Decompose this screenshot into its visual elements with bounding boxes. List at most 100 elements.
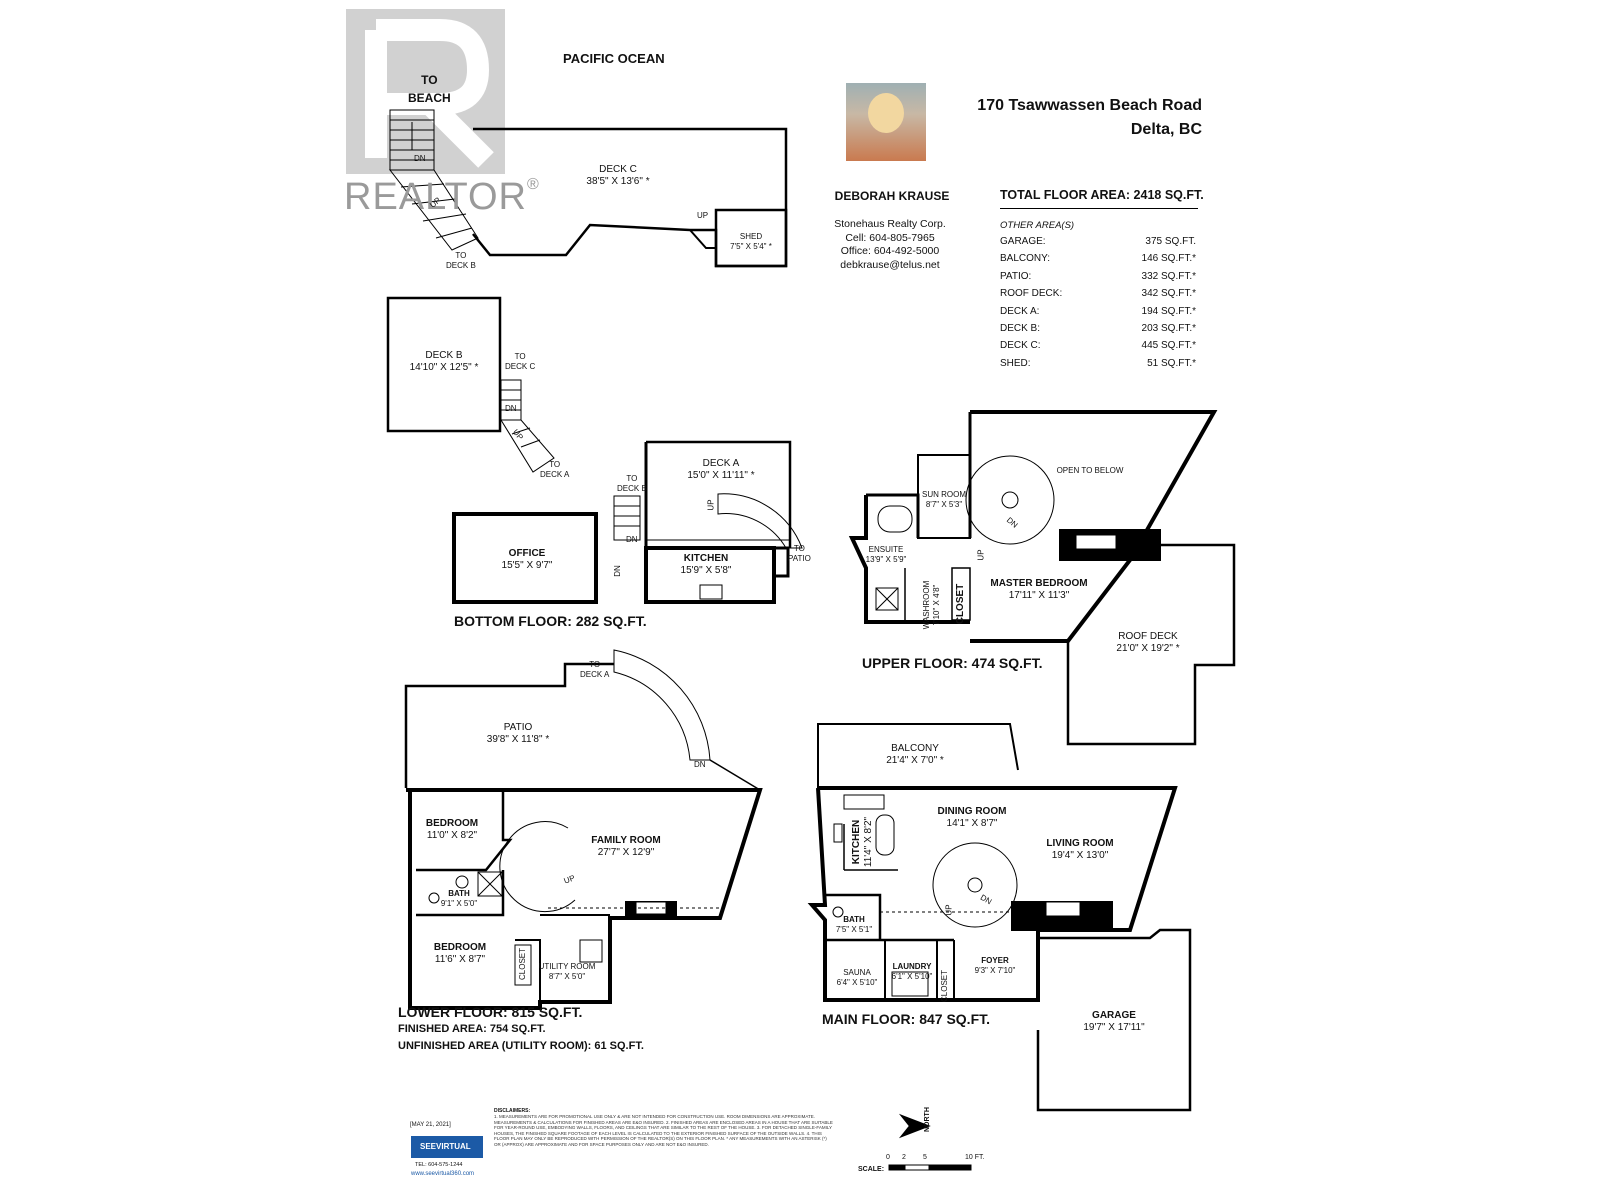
other-areas-list: GARAGE: 375 SQ.FT. BALCONY: 146 SQ.FT.* PATI…: [1000, 236, 1196, 375]
address-line2: Delta, BC: [1130, 121, 1202, 138]
room-closet-main: CLOSET: [940, 969, 949, 1003]
area-row-value: 51 SQ.FT.*: [1147, 357, 1196, 369]
area-row: GARAGE: 375 SQ.FT.: [1000, 236, 1196, 253]
room-open-to-below: OPEN TO BELOW: [1056, 466, 1124, 475]
lower-finished-area: FINISHED AREA: 754 SQ.FT.: [398, 1023, 546, 1035]
agent-contact: Stonehaus Realty Corp. Cell: 604-805-796…: [826, 218, 954, 272]
area-row: ROOF DECK:342 SQ.FT.*: [1000, 288, 1196, 305]
north-arrow: [898, 1113, 931, 1139]
dn-label-deck-b: DN: [505, 404, 517, 413]
total-floor-area: TOTAL FLOOR AREA: 2418 SQ.FT.: [1000, 188, 1204, 202]
up-label-deck-a: UP: [706, 499, 716, 511]
deck-b-outline: [386, 296, 555, 473]
area-row-label: DECK A:: [1000, 305, 1040, 317]
bottom-floor-outline: [452, 440, 803, 604]
area-row-label: BALCONY:: [1000, 253, 1051, 265]
dn-label-patio: DN: [694, 760, 706, 769]
area-row: DECK A:194 SQ.FT.*: [1000, 306, 1196, 323]
to-deck-a-label-b: TO DECK A: [540, 460, 570, 479]
scale-ticks: 0 2 5 10 FT.: [886, 1154, 986, 1164]
area-row: DECK B:203 SQ.FT.*: [1000, 323, 1196, 340]
main-floor-label: MAIN FLOOR: 847 SQ.FT.: [822, 1011, 991, 1027]
agent-email[interactable]: debkrause@telus.net: [840, 258, 940, 271]
dn-label-office: DN: [612, 565, 622, 577]
area-row-label: ROOF DECK:: [1000, 288, 1063, 300]
to-beach-label: TO BEACH: [408, 73, 451, 105]
room-closet-lower: CLOSET: [518, 947, 527, 981]
north-label: NORTH: [924, 1107, 931, 1132]
area-divider: [1000, 208, 1198, 209]
realtor-logo-watermark: [346, 9, 505, 174]
area-row: PATIO:332 SQ.FT.*: [1000, 271, 1196, 288]
address-line1: 170 Tsawwassen Beach Road: [977, 97, 1202, 114]
area-row: BALCONY: 146 SQ.FT.*: [1000, 253, 1196, 270]
scale-tick-5: 5: [923, 1154, 927, 1161]
agent-cell: Cell: 604-805-7965: [845, 231, 935, 244]
to-patio-label: TO PATIO: [788, 544, 811, 563]
agent-office: Office: 604-492-5000: [840, 245, 940, 257]
upper-floor-label: UPPER FLOOR: 474 SQ.FT.: [862, 655, 1043, 671]
area-row-label: DECK C:: [1000, 340, 1041, 352]
seevirtual-logo-mark: [411, 1136, 483, 1158]
area-row-value: 332 SQ.FT.*: [1141, 270, 1196, 282]
area-row: DECK C: 445 SQ.FT.*: [1000, 340, 1196, 357]
scale-bar: [888, 1164, 972, 1171]
area-row-value: 146 SQ.FT.*: [1141, 253, 1196, 265]
to-deck-b-label-bottom: TO DECK B: [617, 474, 647, 493]
other-areas-title: OTHER AREA(S): [1000, 220, 1075, 231]
lower-floor-label: LOWER FLOOR: 815 SQ.FT.: [398, 1004, 583, 1020]
seevirtual-logo-text: SEEVIRTUAL: [420, 1142, 471, 1151]
up-label-main: UP: [944, 904, 954, 916]
agent-photo-face: [868, 93, 904, 133]
area-row-value: 445 SQ.FT.*: [1141, 340, 1196, 352]
area-row-value: 203 SQ.FT.*: [1141, 322, 1196, 334]
deck-c-outline: [472, 127, 788, 268]
area-row-label: GARAGE:: [1000, 236, 1046, 247]
scale-tick-10: 10 FT.: [965, 1154, 985, 1161]
seevirtual-web[interactable]: www.seevirtual360.com: [411, 1171, 475, 1177]
scale-tick-0: 0: [886, 1154, 890, 1161]
scale-label: SCALE:: [858, 1166, 885, 1173]
area-row: SHED: 51 SQ.FT.*: [1000, 358, 1196, 375]
area-row-value: 375 SQ.FT.: [1145, 236, 1196, 247]
up-label-shed: UP: [697, 211, 709, 220]
realtor-watermark: REALTOR®: [344, 176, 540, 218]
area-row-label: SHED:: [1000, 357, 1031, 369]
dn-label-beach: DN: [414, 154, 426, 163]
disclaimer-text: 1. MEASUREMENTS ARE FOR PROMOTIONAL USE …: [494, 1114, 833, 1147]
stairs-to-beach: [388, 109, 479, 251]
bottom-floor-label: BOTTOM FLOOR: 282 SQ.FT.: [454, 613, 647, 629]
room-closet-upper: CLOSET: [955, 583, 966, 625]
seevirtual-tel: TEL: 604-575-1244: [415, 1162, 463, 1168]
agent-name: DEBORAH KRAUSE: [834, 189, 950, 203]
to-deck-b-label-c: TO DECK B: [446, 251, 476, 270]
lower-floor-outline: [404, 649, 763, 1010]
ocean-label: PACIFIC OCEAN: [563, 51, 665, 66]
main-floor-outline: [807, 723, 1192, 1112]
